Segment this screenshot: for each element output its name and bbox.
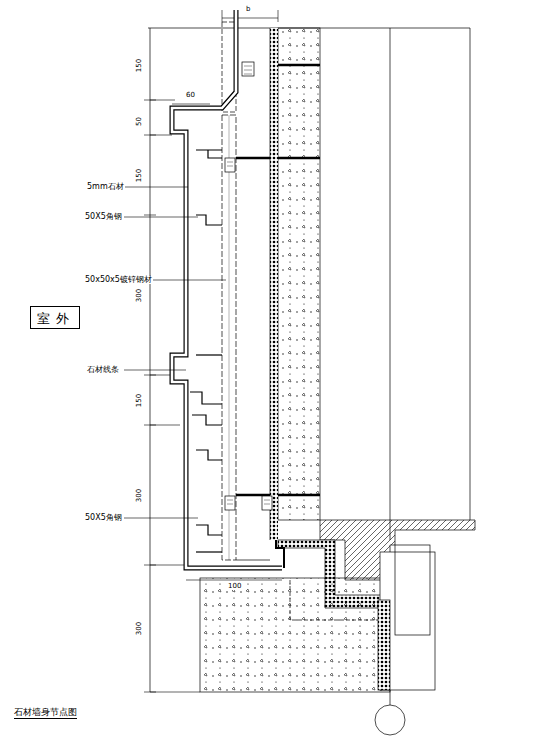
leader-label: 50X5角钢 (84, 514, 123, 522)
dimension: 150 (136, 59, 143, 72)
region-box: 室外 (30, 306, 80, 329)
dimension: 100 (228, 583, 241, 590)
leader-label: 5mm石材 (86, 183, 125, 191)
dimension: 150 (136, 394, 143, 407)
dimension: 300 (136, 622, 143, 635)
leader-label: 50X5角钢 (84, 213, 123, 221)
leader-label: 50x50x5镀锌钢材 (84, 276, 153, 284)
dimension: b (246, 6, 250, 13)
dimension: 50 (136, 117, 143, 126)
region-label: 室外 (37, 312, 73, 325)
dimension: 150 (136, 169, 143, 182)
caption: 石材墙身节点图 (14, 708, 77, 719)
leader-label: 石材线条 (86, 366, 120, 374)
dimension: 60 (186, 92, 195, 99)
dimension: 300 (136, 489, 143, 502)
dimension: 300 (136, 289, 143, 302)
